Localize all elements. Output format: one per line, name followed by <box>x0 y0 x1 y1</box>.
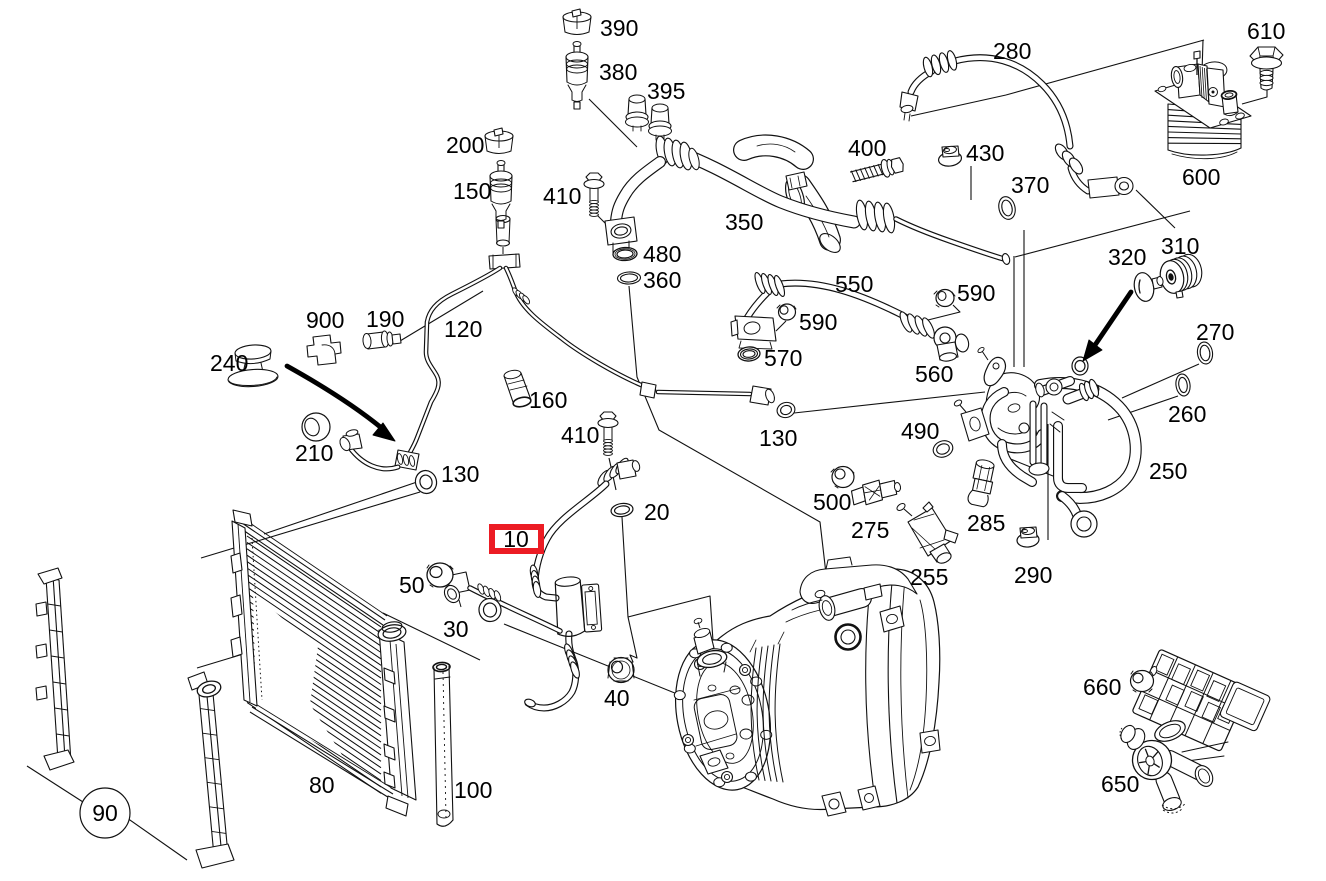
svg-text:210: 210 <box>295 440 333 466</box>
svg-text:150: 150 <box>453 178 491 204</box>
svg-text:320: 320 <box>1108 244 1146 270</box>
svg-text:490: 490 <box>901 418 939 444</box>
svg-text:560: 560 <box>915 361 953 387</box>
svg-text:590: 590 <box>957 280 995 306</box>
svg-text:600: 600 <box>1182 164 1220 190</box>
svg-text:550: 550 <box>835 271 873 297</box>
svg-text:100: 100 <box>454 777 492 803</box>
svg-text:410: 410 <box>561 422 599 448</box>
svg-text:40: 40 <box>604 685 630 711</box>
svg-text:240: 240 <box>210 350 248 376</box>
svg-text:200: 200 <box>446 132 484 158</box>
svg-text:270: 270 <box>1196 319 1234 345</box>
svg-text:500: 500 <box>813 489 851 515</box>
svg-text:380: 380 <box>599 59 637 85</box>
svg-text:370: 370 <box>1011 172 1049 198</box>
svg-text:275: 275 <box>851 517 889 543</box>
svg-text:290: 290 <box>1014 562 1052 588</box>
svg-text:50: 50 <box>399 572 425 598</box>
svg-text:130: 130 <box>759 425 797 451</box>
svg-text:20: 20 <box>644 499 670 525</box>
svg-text:360: 360 <box>643 267 681 293</box>
svg-text:10: 10 <box>503 526 529 552</box>
svg-text:120: 120 <box>444 316 482 342</box>
svg-text:350: 350 <box>725 209 763 235</box>
svg-text:660: 660 <box>1083 674 1121 700</box>
svg-text:30: 30 <box>443 616 469 642</box>
svg-text:285: 285 <box>967 510 1005 536</box>
svg-text:255: 255 <box>910 564 948 590</box>
svg-text:190: 190 <box>366 306 404 332</box>
svg-text:90: 90 <box>92 800 118 826</box>
svg-text:395: 395 <box>647 78 685 104</box>
svg-text:650: 650 <box>1101 771 1139 797</box>
svg-text:80: 80 <box>309 772 335 798</box>
svg-text:280: 280 <box>993 38 1031 64</box>
svg-text:430: 430 <box>966 140 1004 166</box>
svg-text:400: 400 <box>848 135 886 161</box>
svg-text:590: 590 <box>799 309 837 335</box>
svg-text:130: 130 <box>441 461 479 487</box>
svg-text:480: 480 <box>643 241 681 267</box>
svg-text:610: 610 <box>1247 18 1285 44</box>
svg-text:900: 900 <box>306 307 344 333</box>
svg-text:310: 310 <box>1161 233 1199 259</box>
svg-text:160: 160 <box>529 387 567 413</box>
svg-text:390: 390 <box>600 15 638 41</box>
svg-text:260: 260 <box>1168 401 1206 427</box>
svg-text:250: 250 <box>1149 458 1187 484</box>
svg-text:410: 410 <box>543 183 581 209</box>
svg-text:570: 570 <box>764 345 802 371</box>
